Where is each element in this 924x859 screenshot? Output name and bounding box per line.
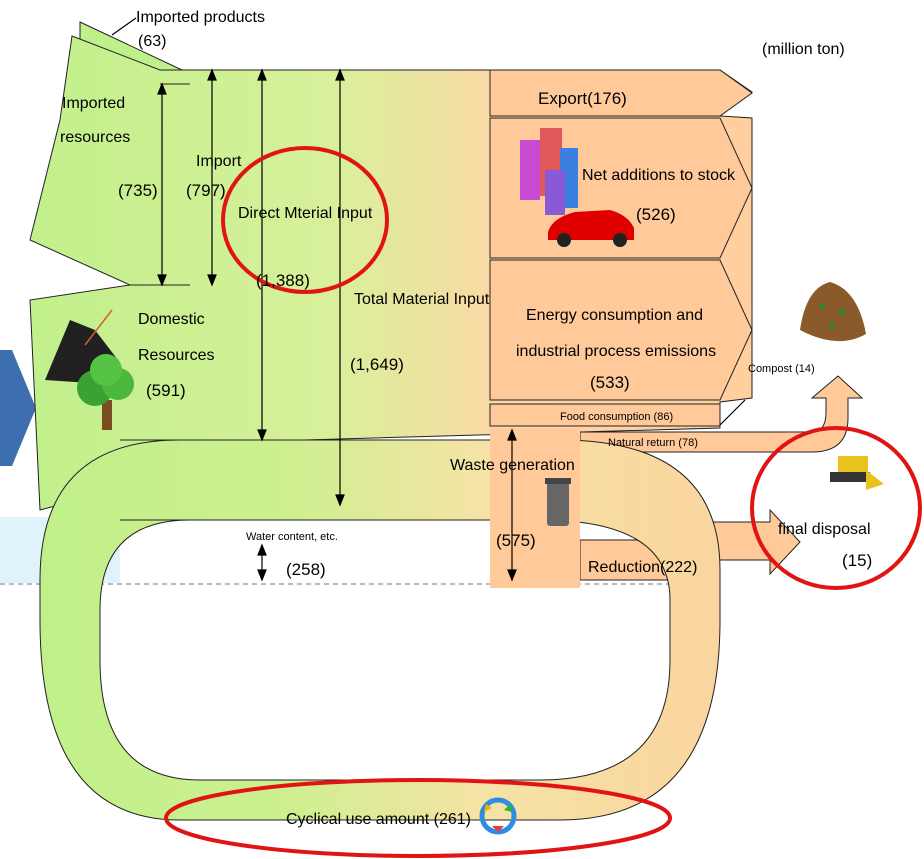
- net-additions-label: Net additions to stock: [582, 167, 736, 184]
- trash-can-icon: [545, 478, 571, 526]
- imported-resources-value: (735): [118, 181, 158, 200]
- energy-label-1: Energy consumption and: [526, 307, 703, 324]
- export-arrow: [489, 69, 753, 117]
- energy-arrow: [489, 259, 753, 401]
- measure-arrows: [111, 17, 746, 582]
- highlight-final-disposal: [750, 426, 922, 590]
- energy-label-2: industrial process emissions: [516, 343, 716, 360]
- direct-material-input-label: Direct Mterial Input: [238, 205, 373, 222]
- natural-return-label: Natural return (78): [608, 437, 698, 449]
- unit-note: (million ton): [762, 41, 845, 58]
- cyclical-use-label: Cyclical use amount (261): [286, 811, 471, 828]
- waste-value: (575): [496, 531, 536, 550]
- imported-resources-label-1: Imported: [62, 95, 125, 112]
- imported-resources-label-2: resources: [60, 129, 130, 146]
- buildings-icon: [520, 128, 578, 215]
- net-additions-value: (526): [636, 205, 676, 224]
- final-disposal-label: final disposal: [778, 521, 871, 538]
- food-consumption-bar: [489, 403, 721, 427]
- import-value: (797): [186, 181, 226, 200]
- highlight-cyclical-use: [164, 778, 672, 858]
- imported-products-label: Imported products: [136, 9, 265, 26]
- domestic-resources-label-1: Domestic: [138, 311, 205, 328]
- cyclical-loop: [39, 439, 721, 821]
- compost-label: Compost (14): [748, 363, 815, 375]
- highlight-direct-material-input: [221, 146, 389, 294]
- final-disposal-value: (15): [842, 551, 872, 570]
- total-material-input-label: Total Material Input: [354, 291, 490, 308]
- export-label: Export(176): [538, 89, 627, 108]
- domestic-resources-value: (591): [146, 381, 186, 400]
- direct-material-input-value: (1,388): [256, 271, 310, 290]
- left-chevron-shape: [0, 350, 36, 466]
- domestic-resources-label-2: Resources: [138, 347, 214, 364]
- waste-generation-label: Waste generation: [450, 457, 575, 474]
- import-label: Import: [196, 153, 242, 170]
- tree-icon: [45, 309, 134, 430]
- compost-icon: [800, 282, 866, 342]
- recycle-icon: [479, 797, 517, 835]
- food-consumption-label: Food consumption (86): [560, 411, 673, 423]
- reduction-label: Reduction(222): [588, 559, 697, 576]
- imported-products-value: (63): [138, 33, 166, 50]
- water-content-label: Water content, etc.: [246, 531, 338, 543]
- energy-value: (533): [590, 373, 630, 392]
- bulldozer-icon: [830, 456, 884, 490]
- total-material-input-value: (1,649): [350, 355, 404, 374]
- car-icon: [548, 210, 634, 247]
- water-content-value: (258): [286, 560, 326, 579]
